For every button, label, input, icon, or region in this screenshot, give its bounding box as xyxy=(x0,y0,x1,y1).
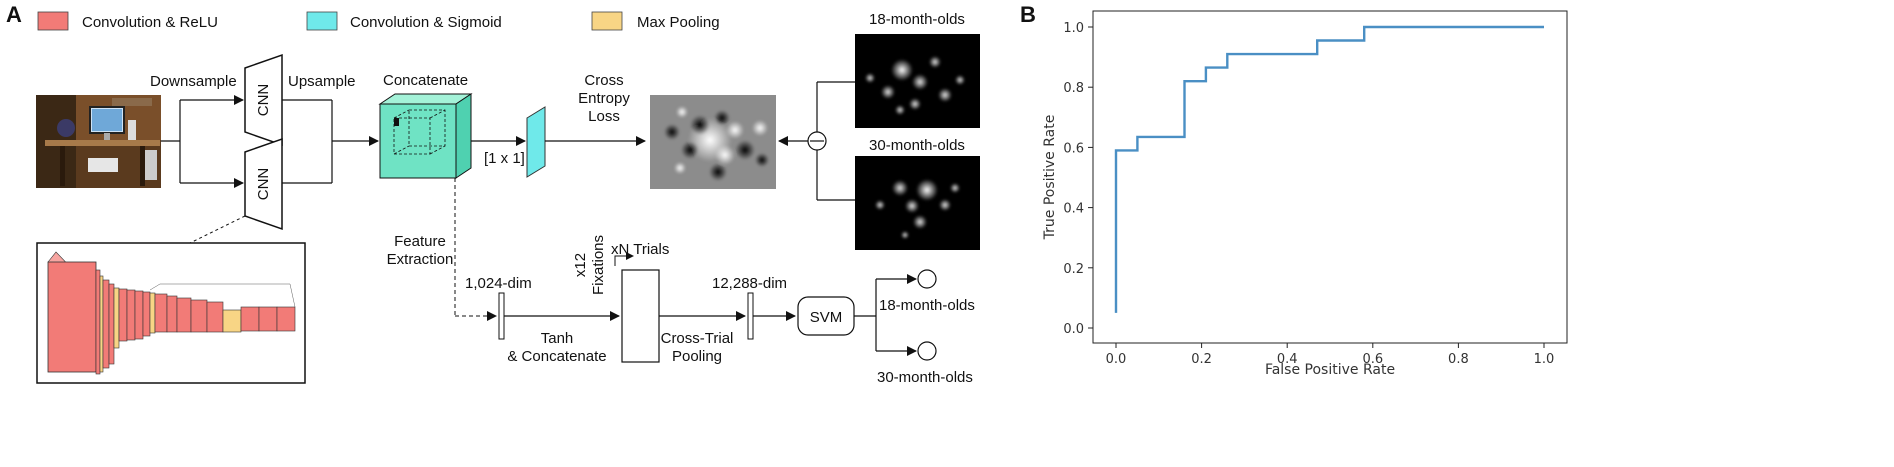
x12-label: x12 xyxy=(572,253,589,277)
x-tick-label: 0.8 xyxy=(1448,352,1469,367)
cross-trial-line1: Cross-Trial xyxy=(661,330,734,347)
cross-entropy-line1: Cross xyxy=(584,72,623,89)
fixations-label: Fixations xyxy=(590,235,607,295)
plot-frame xyxy=(1092,10,1568,344)
dim-1024-label: 1,024-dim xyxy=(465,275,532,292)
svm-label: SVM xyxy=(810,309,843,326)
x-tick-label: 1.0 xyxy=(1534,352,1555,367)
fixation-stack-box xyxy=(621,269,660,363)
panel-a-label: A xyxy=(6,2,22,27)
legend: Convolution & ReLU Convolution & Sigmoid… xyxy=(37,11,720,31)
cross-entropy-line3: Loss xyxy=(588,108,620,125)
one-by-one-label: [1 x 1] xyxy=(484,150,525,167)
x-tick-label: 0.4 xyxy=(1277,352,1298,367)
tanh-line1: Tanh xyxy=(541,330,574,347)
feature-vector-1024 xyxy=(498,292,505,340)
sigmoid-conv-block xyxy=(526,106,546,178)
panel-b-label: B xyxy=(1020,2,1036,27)
cross-trial-line2: Pooling xyxy=(672,348,722,365)
output-node-30 xyxy=(917,341,937,361)
cnn-bottom-block xyxy=(244,137,283,231)
dim-12288-label: 12,288-dim xyxy=(712,275,787,292)
y-tick-label: 0.6 xyxy=(1063,141,1084,156)
legend-sigmoid-label: Convolution & Sigmoid xyxy=(350,14,502,31)
input-image xyxy=(36,95,161,188)
feature-extraction-line2: Extraction xyxy=(387,251,454,268)
legend-swatch-sigmoid xyxy=(306,11,338,31)
y-axis-label: True Positive Rate xyxy=(1042,115,1058,241)
roc-curve xyxy=(1114,25,1544,313)
legend-relu-label: Convolution & ReLU xyxy=(82,14,218,31)
y-tick-label: 0.0 xyxy=(1063,322,1084,337)
x-axis-label: False Positive Rate xyxy=(1265,362,1395,378)
feature-vector-12288 xyxy=(747,292,754,340)
cnn-bottom-label: CNN xyxy=(255,168,272,201)
xn-trials-label: xN Trials xyxy=(611,241,669,258)
roc-chart: 0.0 0.2 0.4 0.6 0.8 1.0 0.0 0.2 0.4 0.6 0.8 1.0Fals… xyxy=(1042,10,1568,378)
legend-swatch-relu xyxy=(37,11,69,31)
cross-entropy-line2: Entropy xyxy=(578,90,630,107)
legend-swatch-pool xyxy=(591,11,623,31)
network-layers xyxy=(47,251,296,375)
legend-pool-label: Max Pooling xyxy=(637,14,720,31)
x-tick-label: 0.6 xyxy=(1362,352,1383,367)
fixation-map-30 xyxy=(855,156,980,250)
downsample-label: Downsample xyxy=(150,73,237,90)
x-tick-label: 0.2 xyxy=(1191,352,1212,367)
cnn-top-label: CNN xyxy=(255,84,272,117)
y-tick-label: 0.4 xyxy=(1063,202,1084,217)
output-30-label: 30-month-olds xyxy=(877,369,973,386)
map-18-label: 18-month-olds xyxy=(869,11,965,28)
concatenate-cube xyxy=(378,93,473,179)
y-tick-label: 0.2 xyxy=(1063,262,1084,277)
feature-extraction-line1: Feature xyxy=(394,233,446,250)
y-tick-label: 1.0 xyxy=(1063,21,1084,36)
concatenate-label: Concatenate xyxy=(383,72,468,89)
output-node-18 xyxy=(917,269,937,289)
y-tick-label: 0.8 xyxy=(1063,81,1084,96)
output-18-label: 18-month-olds xyxy=(879,297,975,314)
fixation-map-18 xyxy=(855,34,980,128)
upsample-label: Upsample xyxy=(288,73,356,90)
map-30-label: 30-month-olds xyxy=(869,137,965,154)
difference-map xyxy=(650,95,776,189)
tanh-line2: & Concatenate xyxy=(507,348,606,365)
x-tick-label: 0.0 xyxy=(1106,352,1127,367)
